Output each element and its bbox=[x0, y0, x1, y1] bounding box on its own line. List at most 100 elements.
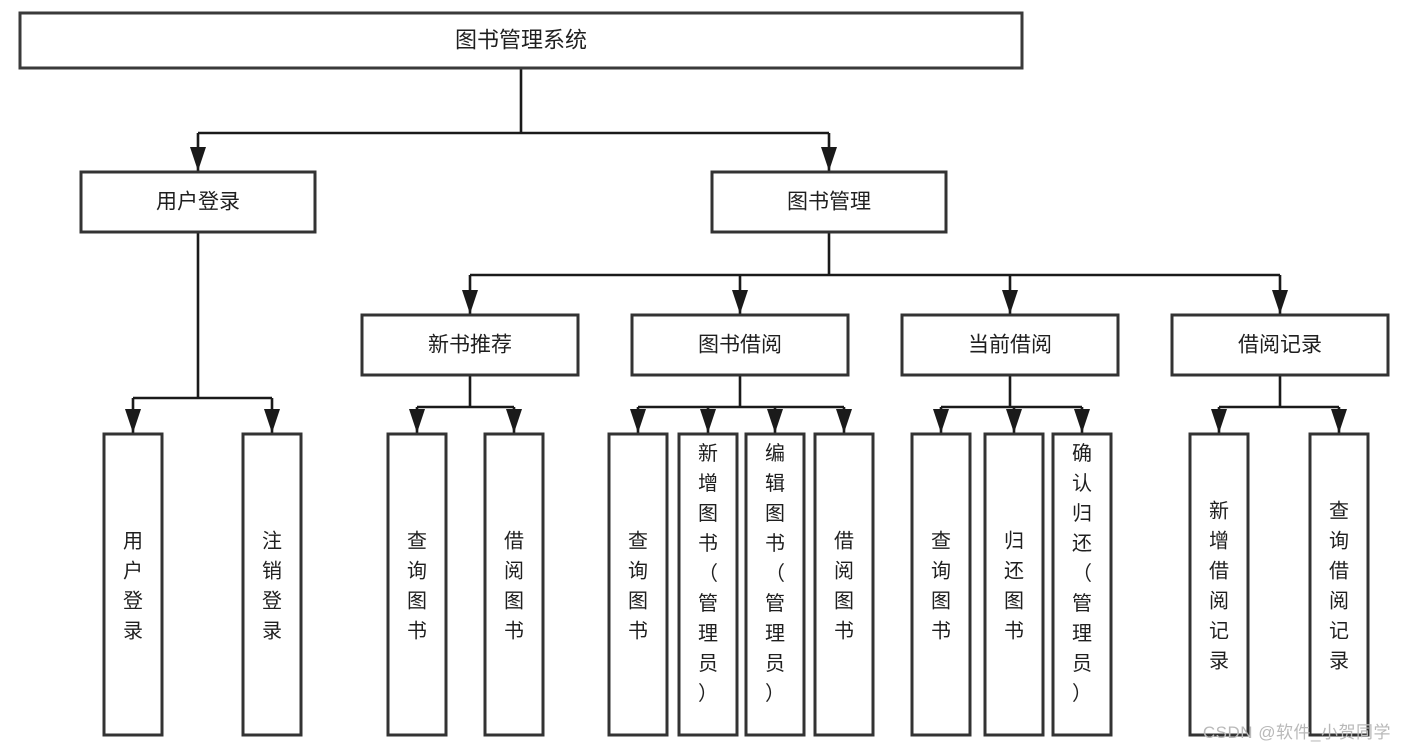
leaf-rect[interactable] bbox=[102, 432, 164, 737]
leaf-rect[interactable] bbox=[1188, 432, 1250, 737]
leaf-label-char: 阅 bbox=[1329, 590, 1349, 613]
node-rect[interactable] bbox=[630, 313, 850, 377]
leaf-label-char: 新 bbox=[698, 442, 718, 465]
node-label: 图书借阅 bbox=[698, 334, 782, 357]
node-level3[interactable]: 当前借阅 bbox=[900, 313, 1120, 377]
leaf-label-char: ） bbox=[1072, 682, 1092, 705]
leaf-label-char: 确 bbox=[1072, 442, 1092, 465]
connector-arrowhead bbox=[462, 290, 478, 314]
connector-arrowhead bbox=[933, 409, 949, 433]
leaf-label-char: 员 bbox=[765, 653, 785, 675]
node-rect[interactable] bbox=[360, 313, 580, 377]
node-rect[interactable] bbox=[900, 313, 1120, 377]
leaf-rect[interactable] bbox=[241, 432, 303, 737]
leaf-label-char: 书 bbox=[698, 532, 718, 555]
leaf-label-char: （ bbox=[1072, 562, 1092, 585]
leaf-label-char: 图 bbox=[931, 591, 951, 613]
connector-arrowhead bbox=[1211, 409, 1227, 433]
leaf-label-char: ） bbox=[698, 682, 718, 705]
connector-arrowhead bbox=[836, 409, 852, 433]
node-level3[interactable]: 借阅记录 bbox=[1170, 313, 1390, 377]
connector-arrowhead bbox=[1074, 409, 1090, 433]
leaf-label-char: 书 bbox=[407, 620, 427, 643]
node-label: 新书推荐 bbox=[428, 334, 512, 357]
leaf-label-char: 登 bbox=[262, 590, 282, 613]
leaf-label-char: 书 bbox=[1004, 620, 1024, 643]
leaf-rect[interactable] bbox=[483, 432, 545, 737]
connector-arrowhead bbox=[1331, 409, 1347, 433]
node-label: 借阅记录 bbox=[1238, 334, 1322, 357]
connector-arrowhead bbox=[1006, 409, 1022, 433]
leaf-rect[interactable] bbox=[1308, 432, 1370, 737]
leaf-label-char: 询 bbox=[1329, 530, 1349, 553]
node-rect[interactable] bbox=[710, 170, 948, 234]
node-label: 用户登录 bbox=[156, 191, 240, 214]
node-level3[interactable]: 图书借阅 bbox=[630, 313, 850, 377]
leaf-rect[interactable] bbox=[813, 432, 875, 737]
node-level2[interactable]: 图书管理 bbox=[710, 170, 948, 234]
leaf-rect[interactable] bbox=[744, 432, 806, 737]
node-level2[interactable]: 用户登录 bbox=[79, 170, 317, 234]
connector-arrowhead bbox=[190, 147, 206, 171]
leaf-label-char: 记 bbox=[1209, 620, 1229, 643]
node-root[interactable]: 图书管理系统 bbox=[18, 11, 1024, 70]
connector-arrowhead bbox=[264, 409, 280, 433]
leaf-rect[interactable] bbox=[1051, 432, 1113, 737]
leaf-rect[interactable] bbox=[983, 432, 1045, 737]
leaf-label-char: 增 bbox=[698, 472, 718, 495]
leaf-label-char: 还 bbox=[1072, 532, 1092, 555]
leaf-label-char: 用 bbox=[123, 531, 143, 553]
leaf-label-char: 图 bbox=[628, 591, 648, 613]
node-rect[interactable] bbox=[18, 11, 1024, 70]
leaf-label-char: 询 bbox=[931, 560, 951, 583]
leaf-label-char: 阅 bbox=[504, 560, 524, 583]
connector-arrowhead bbox=[732, 290, 748, 314]
leaf-label-char: 借 bbox=[1329, 560, 1349, 583]
leaf-label-char: 登 bbox=[123, 590, 143, 613]
leaf-rect[interactable] bbox=[607, 432, 669, 737]
leaf-label-char: 员 bbox=[698, 653, 718, 675]
leaf-label-char: 认 bbox=[1072, 472, 1092, 495]
node-level3[interactable]: 新书推荐 bbox=[360, 313, 580, 377]
leaf-label-char: 辑 bbox=[765, 472, 785, 495]
leaf-node[interactable]: 用户登录 bbox=[102, 432, 164, 737]
csdn-watermark: CSDN @软件_小贺同学 bbox=[1202, 723, 1391, 742]
leaf-label-char: 增 bbox=[1209, 530, 1229, 553]
leaf-rect[interactable] bbox=[677, 432, 739, 737]
leaf-label-char: 书 bbox=[628, 620, 648, 643]
leaf-rect[interactable] bbox=[910, 432, 972, 737]
connector-arrowhead bbox=[1272, 290, 1288, 314]
node-rect[interactable] bbox=[1170, 313, 1390, 377]
leaf-label-char: 员 bbox=[1072, 653, 1092, 675]
leaf-label-char: 阅 bbox=[1209, 590, 1229, 613]
connector-arrowhead bbox=[821, 147, 837, 171]
leaf-label-char: 归 bbox=[1004, 530, 1024, 553]
node-label: 当前借阅 bbox=[968, 334, 1052, 357]
leaf-label-char: 销 bbox=[262, 560, 282, 583]
leaf-label-char: 新 bbox=[1209, 500, 1229, 523]
connector-arrowhead bbox=[506, 409, 522, 433]
leaf-label-char: 录 bbox=[123, 621, 143, 643]
leaf-label-char: 图 bbox=[765, 503, 785, 525]
connector-arrowhead bbox=[125, 409, 141, 433]
leaf-label-char: 图 bbox=[1004, 591, 1024, 613]
node-layer: 图书管理系统用户登录图书管理新书推荐图书借阅当前借阅借阅记录用户登录注销登录查询… bbox=[18, 11, 1390, 737]
node-rect[interactable] bbox=[79, 170, 317, 234]
connector-arrowhead bbox=[700, 409, 716, 433]
leaf-label-char: 录 bbox=[1209, 651, 1229, 673]
leaf-rect[interactable] bbox=[386, 432, 448, 737]
